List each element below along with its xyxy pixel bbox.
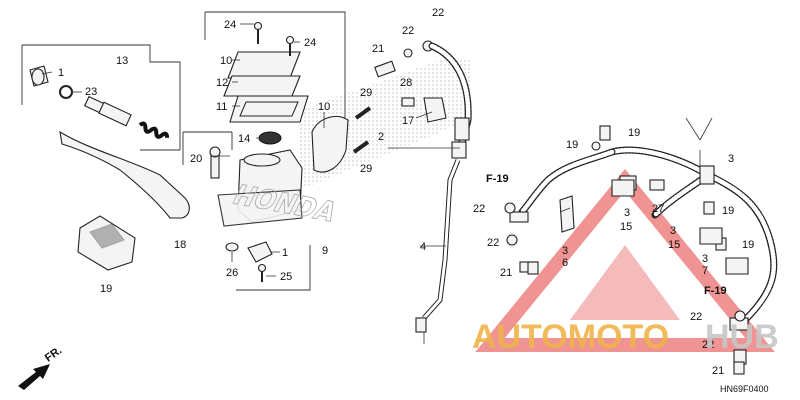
- part-screw-24: [253, 21, 295, 56]
- group-bracket-13: [21, 44, 181, 151]
- fitting-right: [729, 317, 749, 365]
- part-bolt-29: [352, 106, 372, 154]
- part-bolt-21-top: [374, 60, 396, 78]
- callout-18: 19: [100, 283, 112, 295]
- callout-10: 10: [318, 101, 330, 113]
- part-bolt-20: [209, 146, 221, 179]
- callout-22-d: 22: [487, 237, 499, 249]
- callout-12: 12: [216, 77, 228, 89]
- part-hose-4: [415, 159, 461, 333]
- leader-lines: [41, 23, 713, 344]
- part-bolt-21-left: [527, 261, 539, 275]
- callout-22-c: 22: [473, 203, 485, 215]
- part-clamp-15-b: [699, 227, 723, 245]
- callout-6: 7: [702, 265, 708, 277]
- callout-21-right: 21: [712, 365, 724, 377]
- callout-22-e: 22: [690, 311, 702, 323]
- callout-27: 27: [652, 203, 664, 215]
- part-lever-17: [59, 130, 190, 219]
- callout-3-b: 3: [624, 207, 630, 219]
- callout-19-d: 19: [742, 239, 754, 251]
- callout-24-a: 24: [224, 19, 236, 31]
- callout-22-f: 22: [702, 339, 714, 351]
- callout-29-b: 29: [360, 163, 372, 175]
- part-washer-22-a: [403, 48, 413, 58]
- watermark-part-a: AUTOMOTO: [472, 318, 669, 356]
- callout-14: 14: [238, 133, 250, 145]
- callout-3-c: 3: [670, 225, 676, 237]
- ref-f19-a: F-19: [486, 173, 509, 185]
- part-bolt-27: [649, 179, 665, 191]
- callout-22-a: 22: [402, 25, 414, 37]
- callout-2: 2: [378, 131, 384, 143]
- part-screw-25: [257, 263, 267, 282]
- callout-11: 11: [216, 101, 227, 113]
- part-washer-26: [225, 242, 239, 252]
- callout-3-mid: 3: [562, 245, 568, 257]
- callout-15-a: 15: [620, 221, 632, 233]
- part-washer-22-d: [506, 234, 518, 246]
- part-bolt-21-right: [733, 361, 745, 375]
- part-bolt-28: [401, 97, 415, 107]
- callout-labels: 1 13 23 18 19 24 24 10 12 11 14 20 1 25 …: [58, 7, 754, 377]
- part-washer-22-e: [734, 310, 746, 322]
- part-master-cylinder: [217, 149, 303, 227]
- callout-15-b: 15: [668, 239, 680, 251]
- watermark-logo: [475, 168, 775, 352]
- callout-26: 26: [226, 267, 238, 279]
- part-switch-1: [247, 241, 273, 263]
- callout-24-b: 24: [304, 37, 316, 49]
- part-cover-18: [77, 215, 136, 271]
- callout-1: 1: [282, 247, 288, 259]
- part-clamp-6: [725, 257, 749, 275]
- callout-3-top: 3: [728, 153, 734, 165]
- callout-25: 25: [280, 271, 292, 283]
- front-arrow: FR.: [18, 344, 64, 390]
- callout-4: 4: [420, 241, 426, 253]
- callout-13: 13: [116, 55, 128, 67]
- part-bracket-16: [423, 97, 447, 123]
- callout-19-b: 19: [628, 127, 640, 139]
- part-boot-7: [29, 65, 49, 87]
- callout-22-b: 22: [432, 7, 444, 19]
- part-hose-2: [428, 42, 472, 159]
- ref-f19-b: F-19: [704, 285, 727, 297]
- callout-5: 6: [562, 257, 568, 269]
- callout-9: 10: [220, 55, 232, 67]
- part-seal-14: [258, 131, 282, 145]
- callout-21-top: 21: [372, 43, 384, 55]
- watermark-part-b: HUB: [705, 318, 779, 356]
- callout-21-left: 21: [500, 267, 512, 279]
- part-clamp-15-a: [611, 179, 635, 197]
- part-hose-3: [518, 146, 778, 324]
- callout-19-c: 19: [722, 205, 734, 217]
- callout-16: 17: [402, 115, 414, 127]
- callout-20: 20: [190, 153, 202, 165]
- part-washer-22-c: [504, 202, 516, 214]
- part-holder-10: [311, 115, 349, 173]
- watermark-text: AUTOMOTO HUB: [472, 318, 779, 356]
- part-piston-set: [83, 95, 170, 139]
- group-bracket-8: [182, 131, 311, 291]
- callout-29-a: 29: [360, 87, 372, 99]
- callout-23: 23: [85, 86, 97, 98]
- part-diaphragm-11: [229, 95, 309, 123]
- callout-7: 1: [58, 67, 64, 79]
- callout-28: 28: [400, 77, 412, 89]
- diagram-code: HN69F0400: [720, 384, 769, 394]
- part-circlip-23: [59, 85, 73, 99]
- callout-19-a: 19: [566, 139, 578, 151]
- part-plate-12: [223, 75, 301, 97]
- callout-3-d: 3: [702, 253, 708, 265]
- callout-8: 9: [322, 245, 328, 257]
- callout-17: 18: [174, 239, 186, 251]
- front-label: FR.: [43, 344, 64, 364]
